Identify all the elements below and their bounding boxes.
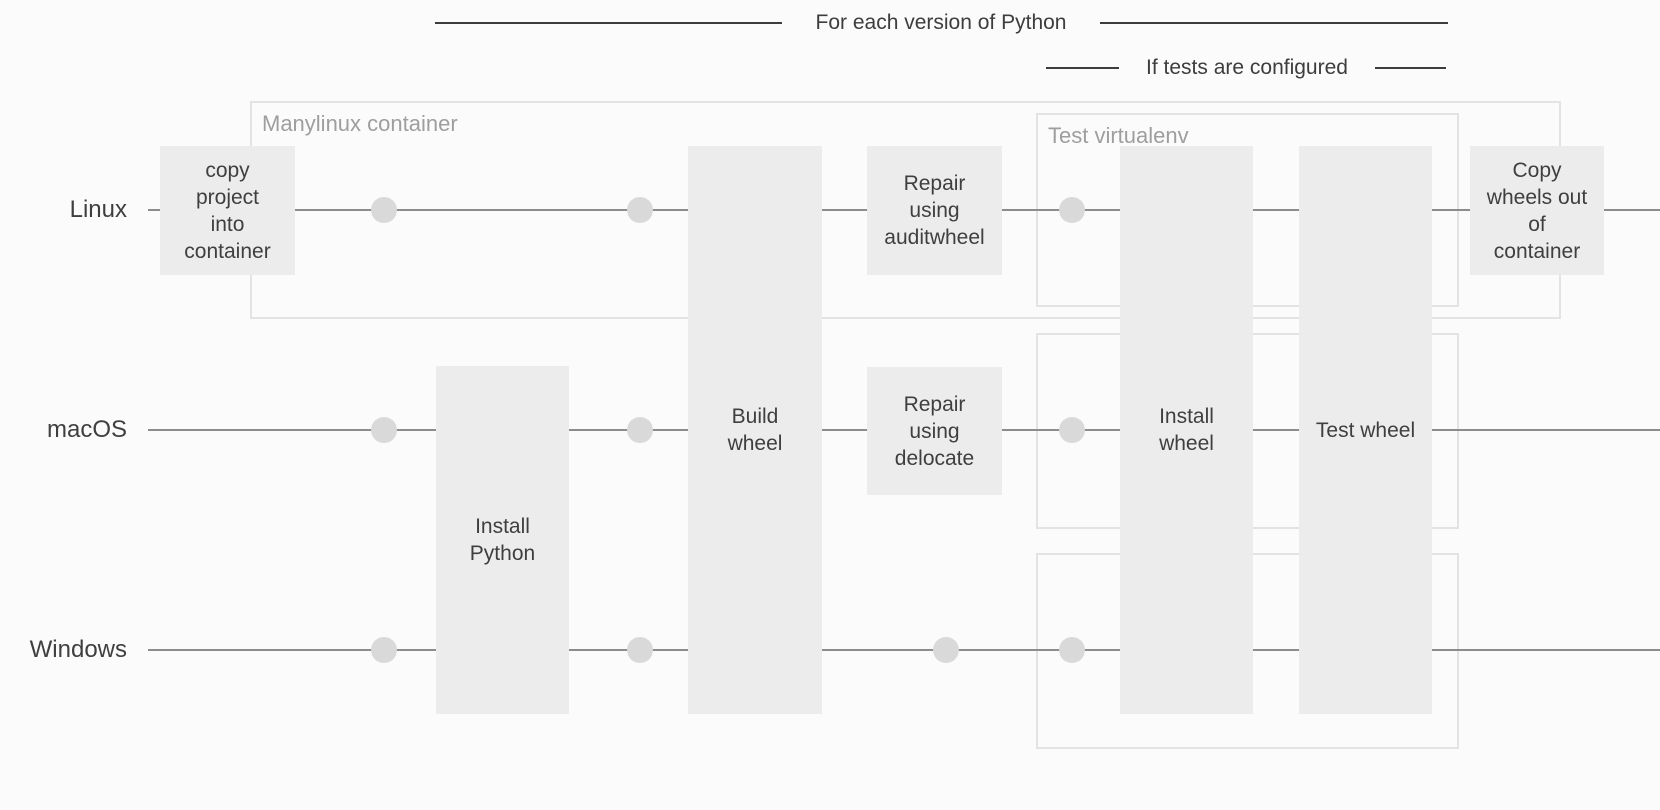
for-each-version-label: For each version of Python	[815, 11, 1067, 34]
lane-label-linux: Linux	[69, 196, 127, 223]
lane-line-windows	[148, 649, 1660, 651]
lane-label-windows: Windows	[29, 636, 127, 663]
if-tests-label: If tests are configured	[1146, 56, 1348, 79]
step-copy-project-into-container: copy project into container	[160, 146, 295, 275]
lane-node-dot	[371, 197, 397, 223]
lane-node-dot	[371, 637, 397, 663]
lane-node-dot	[627, 637, 653, 663]
manylinux-container-label: Manylinux container	[262, 111, 458, 136]
lane-node-dot	[1059, 637, 1085, 663]
step-test-wheel: Test wheel	[1299, 146, 1432, 714]
step-repair-using-delocate: Repair using delocate	[867, 367, 1002, 495]
if-tests-left-line	[1046, 67, 1119, 69]
step-install-wheel: Install wheel	[1120, 146, 1253, 714]
lane-node-dot	[627, 417, 653, 443]
lane-node-dot	[371, 417, 397, 443]
for-each-version-right-line	[1100, 22, 1448, 24]
lane-node-dot	[1059, 197, 1085, 223]
for-each-version-left-line	[435, 22, 782, 24]
test-virtualenv-label: Test virtualenv	[1048, 123, 1189, 148]
step-install-python: Install Python	[436, 366, 569, 714]
step-build-wheel: Build wheel	[688, 146, 822, 714]
step-copy-wheels-out-of-container: Copy wheels out of container	[1470, 146, 1604, 275]
lane-node-dot	[627, 197, 653, 223]
lane-node-dot	[933, 637, 959, 663]
lane-label-macos: macOS	[46, 416, 127, 443]
if-tests-right-line	[1375, 67, 1446, 69]
lane-node-dot	[1059, 417, 1085, 443]
step-repair-using-auditwheel: Repair using auditwheel	[867, 146, 1002, 275]
